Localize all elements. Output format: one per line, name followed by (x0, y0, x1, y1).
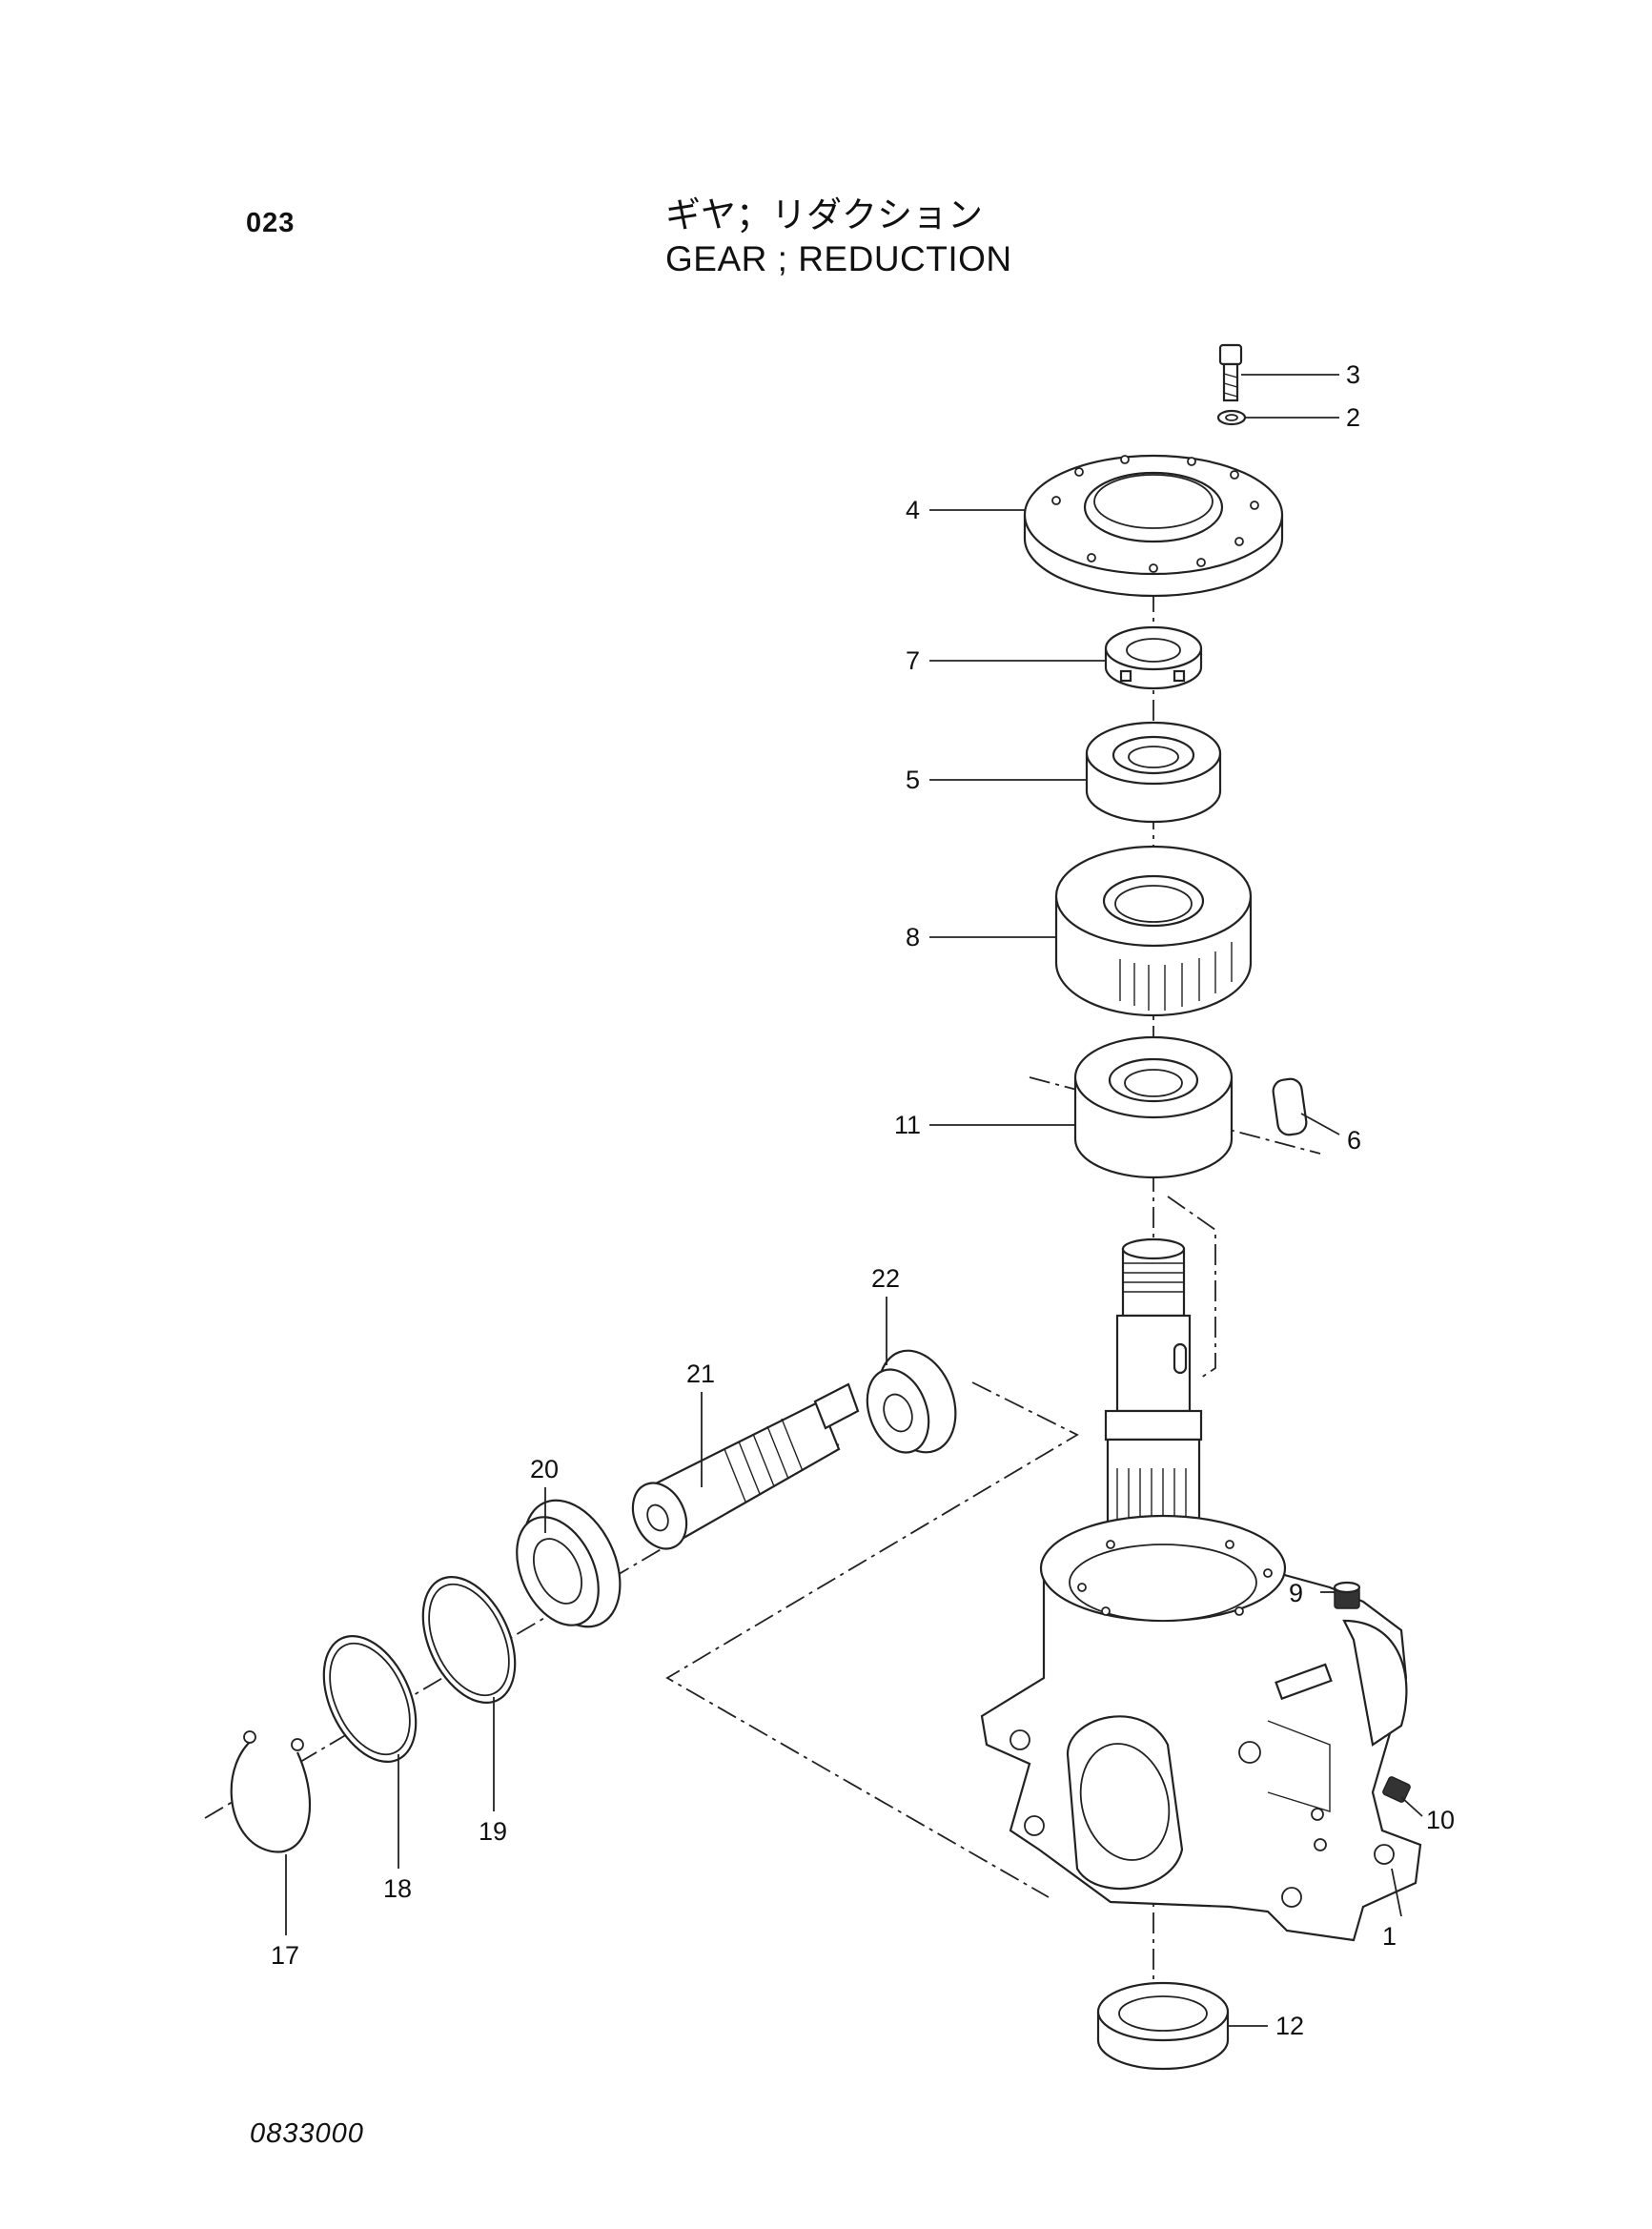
part-3-bolt[interactable] (1218, 343, 1243, 402)
part-21-worm-shaft[interactable] (622, 1382, 860, 1558)
callout-12[interactable]: 12 (1275, 2012, 1304, 2040)
callout-labels: 3 2 4 7 5 8 11 6 22 21 20 19 18 17 9 10 … (271, 360, 1455, 2040)
part-18-ring[interactable] (305, 1622, 434, 1776)
callout-4[interactable]: 4 (906, 496, 920, 524)
part-10-plug[interactable] (1382, 1776, 1411, 1803)
title-block: ギヤ；リダクション GEAR ; REDUCTION (665, 194, 1012, 281)
callout-18[interactable]: 18 (383, 1874, 412, 1903)
callout-11[interactable]: 11 (894, 1111, 921, 1139)
part-1-gear-case[interactable] (980, 1514, 1422, 1942)
part-7-lock-nut[interactable] (1104, 625, 1203, 690)
callout-6[interactable]: 6 (1347, 1126, 1361, 1155)
callout-10[interactable]: 10 (1426, 1806, 1455, 1834)
pinion-shaft[interactable] (1104, 1237, 1203, 1527)
part-19-shim[interactable] (404, 1563, 533, 1717)
part-6-key[interactable] (1272, 1077, 1308, 1136)
page-code: 023 (246, 208, 296, 238)
part-2-washer[interactable] (1216, 409, 1247, 426)
callout-1[interactable]: 1 (1382, 1922, 1397, 1951)
title-english: GEAR ; REDUCTION (665, 239, 1012, 278)
callout-17[interactable]: 17 (271, 1941, 299, 1970)
part-22-bearing[interactable] (856, 1339, 969, 1462)
callout-21[interactable]: 21 (686, 1360, 715, 1388)
part-8-worm-wheel-gear[interactable] (1054, 845, 1253, 1017)
leader-lines (285, 374, 1423, 2027)
callout-3[interactable]: 3 (1346, 360, 1360, 389)
part-20-bearing[interactable] (500, 1485, 639, 1643)
callout-20[interactable]: 20 (530, 1455, 559, 1483)
title-japanese: ギヤ；リダクション (665, 194, 983, 235)
callout-9[interactable]: 9 (1289, 1579, 1303, 1607)
part-17-snap-ring[interactable] (230, 1730, 311, 1853)
document-number: 0833000 (250, 2118, 364, 2149)
callout-5[interactable]: 5 (906, 766, 920, 794)
callout-22[interactable]: 22 (871, 1264, 900, 1293)
callout-7[interactable]: 7 (906, 646, 920, 675)
part-4-cover-flange[interactable] (1023, 454, 1284, 598)
callout-8[interactable]: 8 (906, 923, 920, 951)
callout-19[interactable]: 19 (479, 1817, 507, 1846)
callout-2[interactable]: 2 (1346, 403, 1360, 432)
part-5-bearing[interactable] (1085, 721, 1222, 824)
part-9-plug[interactable] (1333, 1581, 1361, 1609)
part-12-seal-ring[interactable] (1096, 1981, 1230, 2071)
part-11-bearing[interactable] (1073, 1035, 1234, 1179)
